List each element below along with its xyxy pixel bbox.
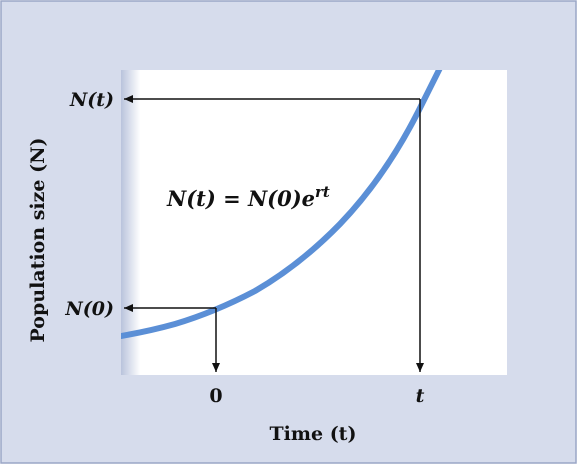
- plot-area: [121, 70, 507, 375]
- growth-equation: N(t) = N(0)ert: [166, 183, 330, 211]
- exponential-growth-curve: [121, 70, 443, 339]
- x-tick-t: t: [416, 385, 425, 407]
- x-tick-zero: 0: [209, 385, 222, 407]
- y-tick-n-0: N(0): [64, 298, 114, 320]
- y-axis-title: Population size (N): [27, 138, 49, 343]
- x-axis-title: Time (t): [270, 423, 357, 445]
- y-tick-n-t: N(t): [69, 89, 114, 111]
